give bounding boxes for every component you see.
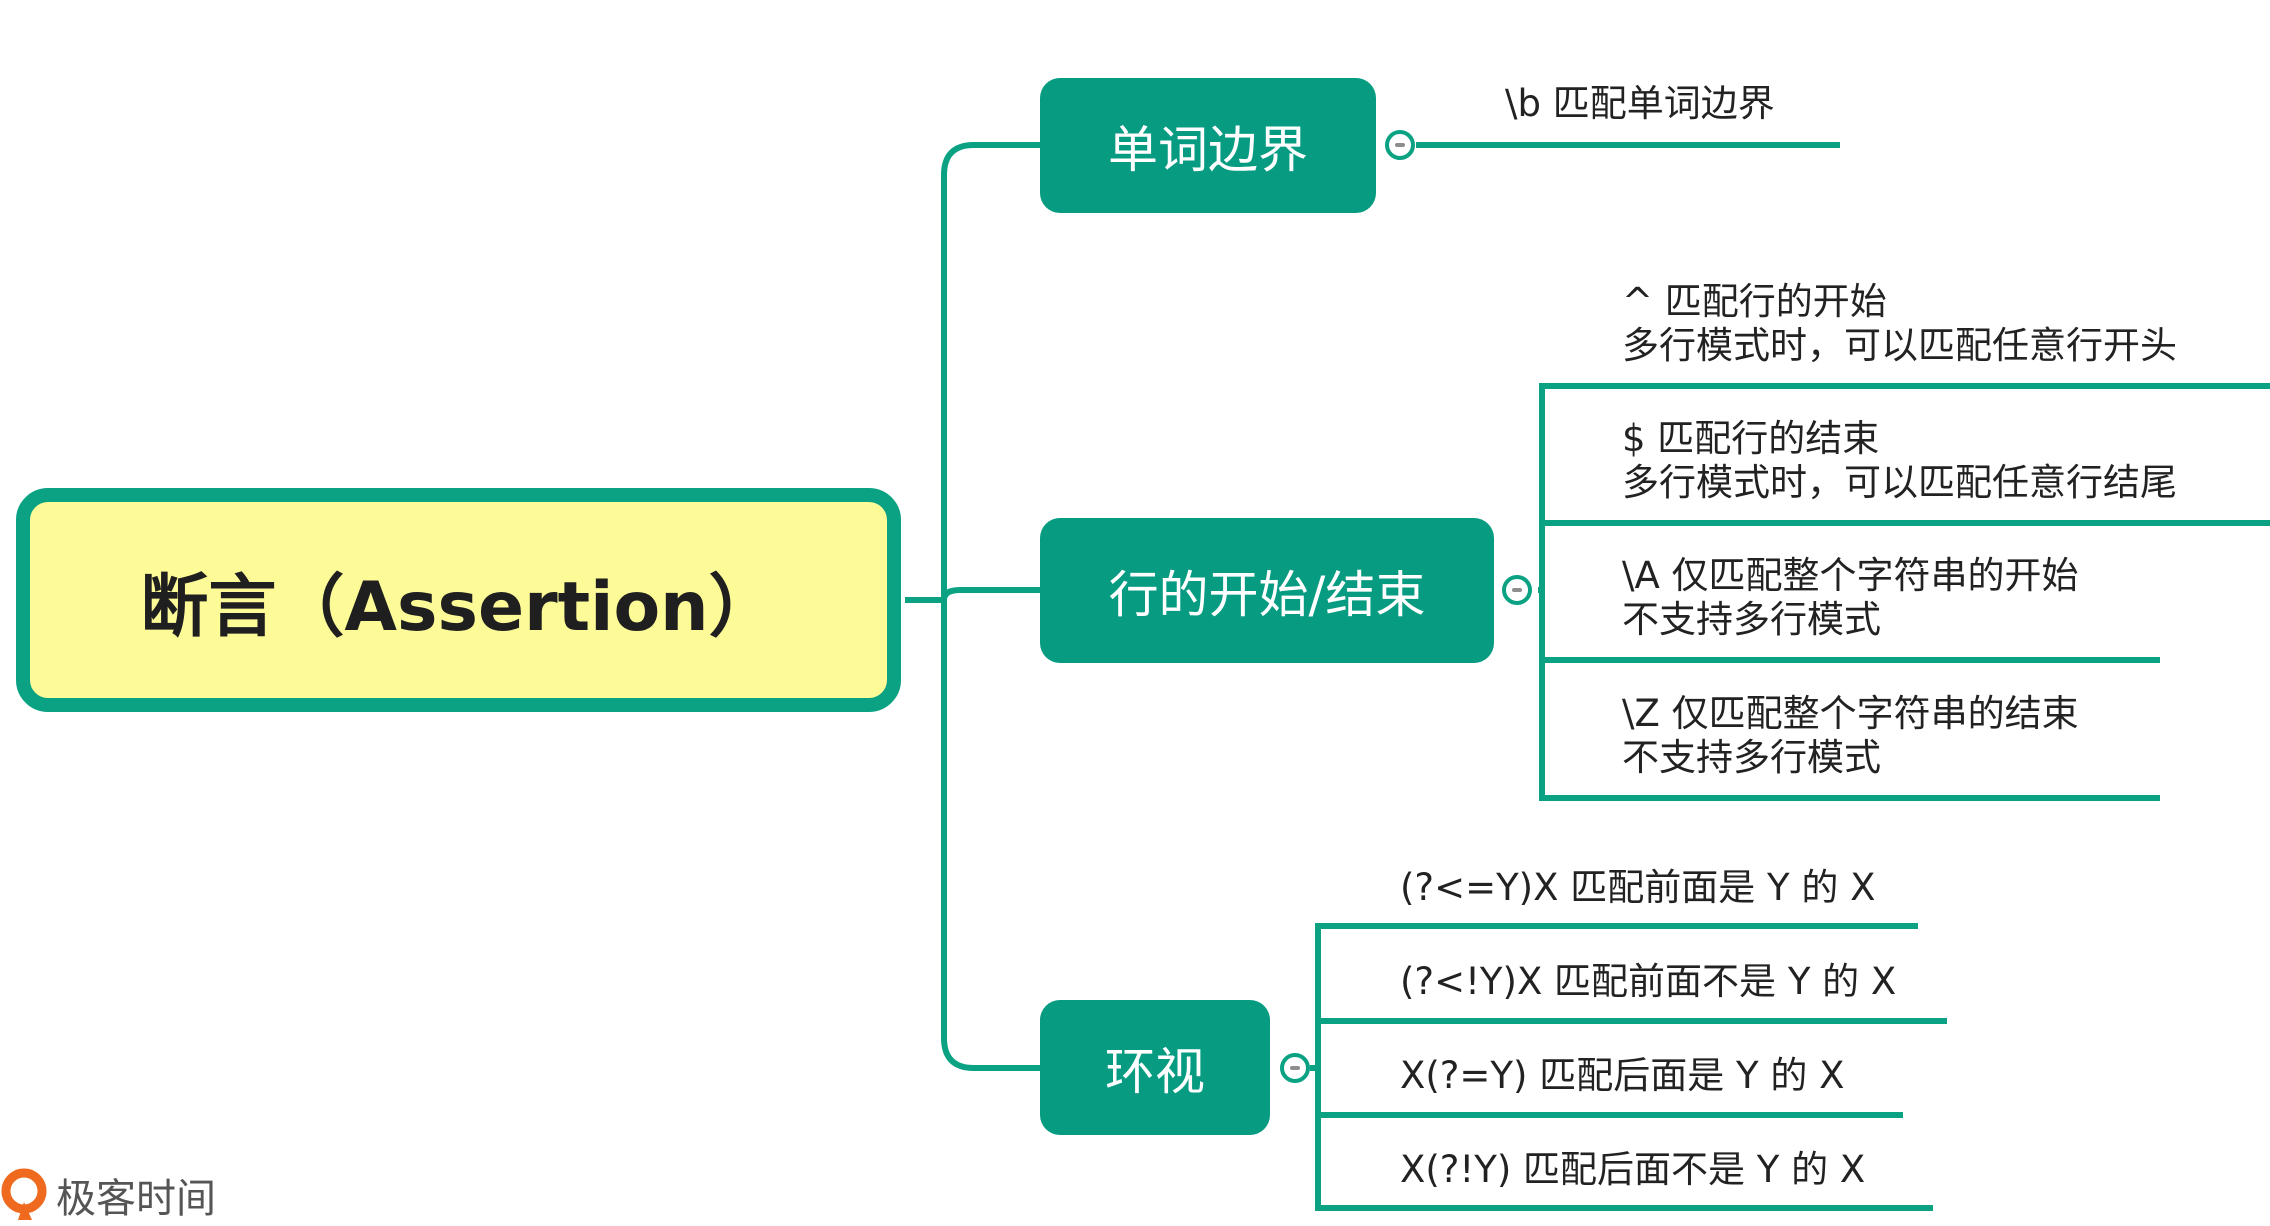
- leaf-topic-label: 不支持多行模式: [1622, 736, 1881, 779]
- leaf-topic-label: \A 仅匹配整个字符串的开始: [1622, 554, 2079, 597]
- leaf-topic-label: (?<=Y)X 匹配前面是 Y 的 X: [1400, 866, 1876, 909]
- collapse-toggle-icon[interactable]: [1280, 1053, 1310, 1083]
- leaf-topic-label: \b 匹配单词边界: [1505, 82, 1775, 125]
- trunk-to-branch-lookaround: [941, 600, 1042, 1071]
- geektime-logo-icon: [1, 1168, 47, 1220]
- branch-topic-label: 单词边界: [1108, 120, 1308, 179]
- leaf-topic-label: X(?=Y) 匹配后面是 Y 的 X: [1400, 1054, 1845, 1097]
- leaf-topic-label: ^ 匹配行的开始: [1622, 280, 1887, 323]
- trunk-to-branch-boundary: [941, 142, 1042, 600]
- leaf-topic-label: $ 匹配行的结束: [1622, 417, 1880, 460]
- root-topic[interactable]: 断言（Assertion）: [16, 488, 901, 712]
- branch-topic-lookaround[interactable]: 环视: [1040, 1000, 1270, 1135]
- leaf-topic-label: 不支持多行模式: [1622, 598, 1881, 641]
- watermark-logo: 极客时间: [0, 1168, 216, 1222]
- branch-topic-label: 环视: [1105, 1042, 1205, 1101]
- trunk-to-branch-anchors: [941, 587, 1042, 601]
- collapse-toggle-icon[interactable]: [1385, 130, 1415, 160]
- leaf-topic-label: \Z 仅匹配整个字符串的结束: [1622, 692, 2079, 735]
- leaf-topic-label: 多行模式时，可以匹配任意行开头: [1622, 324, 2177, 367]
- root-topic-label: 断言（Assertion）: [140, 567, 777, 647]
- branch-topic-label: 行的开始/结束: [1108, 565, 1426, 624]
- leaf-topic-label: 多行模式时，可以匹配任意行结尾: [1622, 461, 2177, 504]
- branch-topic-line-anchors[interactable]: 行的开始/结束: [1040, 518, 1494, 663]
- collapse-toggle-icon[interactable]: [1502, 575, 1532, 605]
- leaf-topic-label: X(?!Y) 匹配后面不是 Y 的 X: [1400, 1148, 1866, 1191]
- branch-topic-word-boundary[interactable]: 单词边界: [1040, 78, 1376, 213]
- leaf-topic-label: (?<!Y)X 匹配前面不是 Y 的 X: [1400, 960, 1897, 1003]
- watermark-text: 极客时间: [56, 1176, 216, 1222]
